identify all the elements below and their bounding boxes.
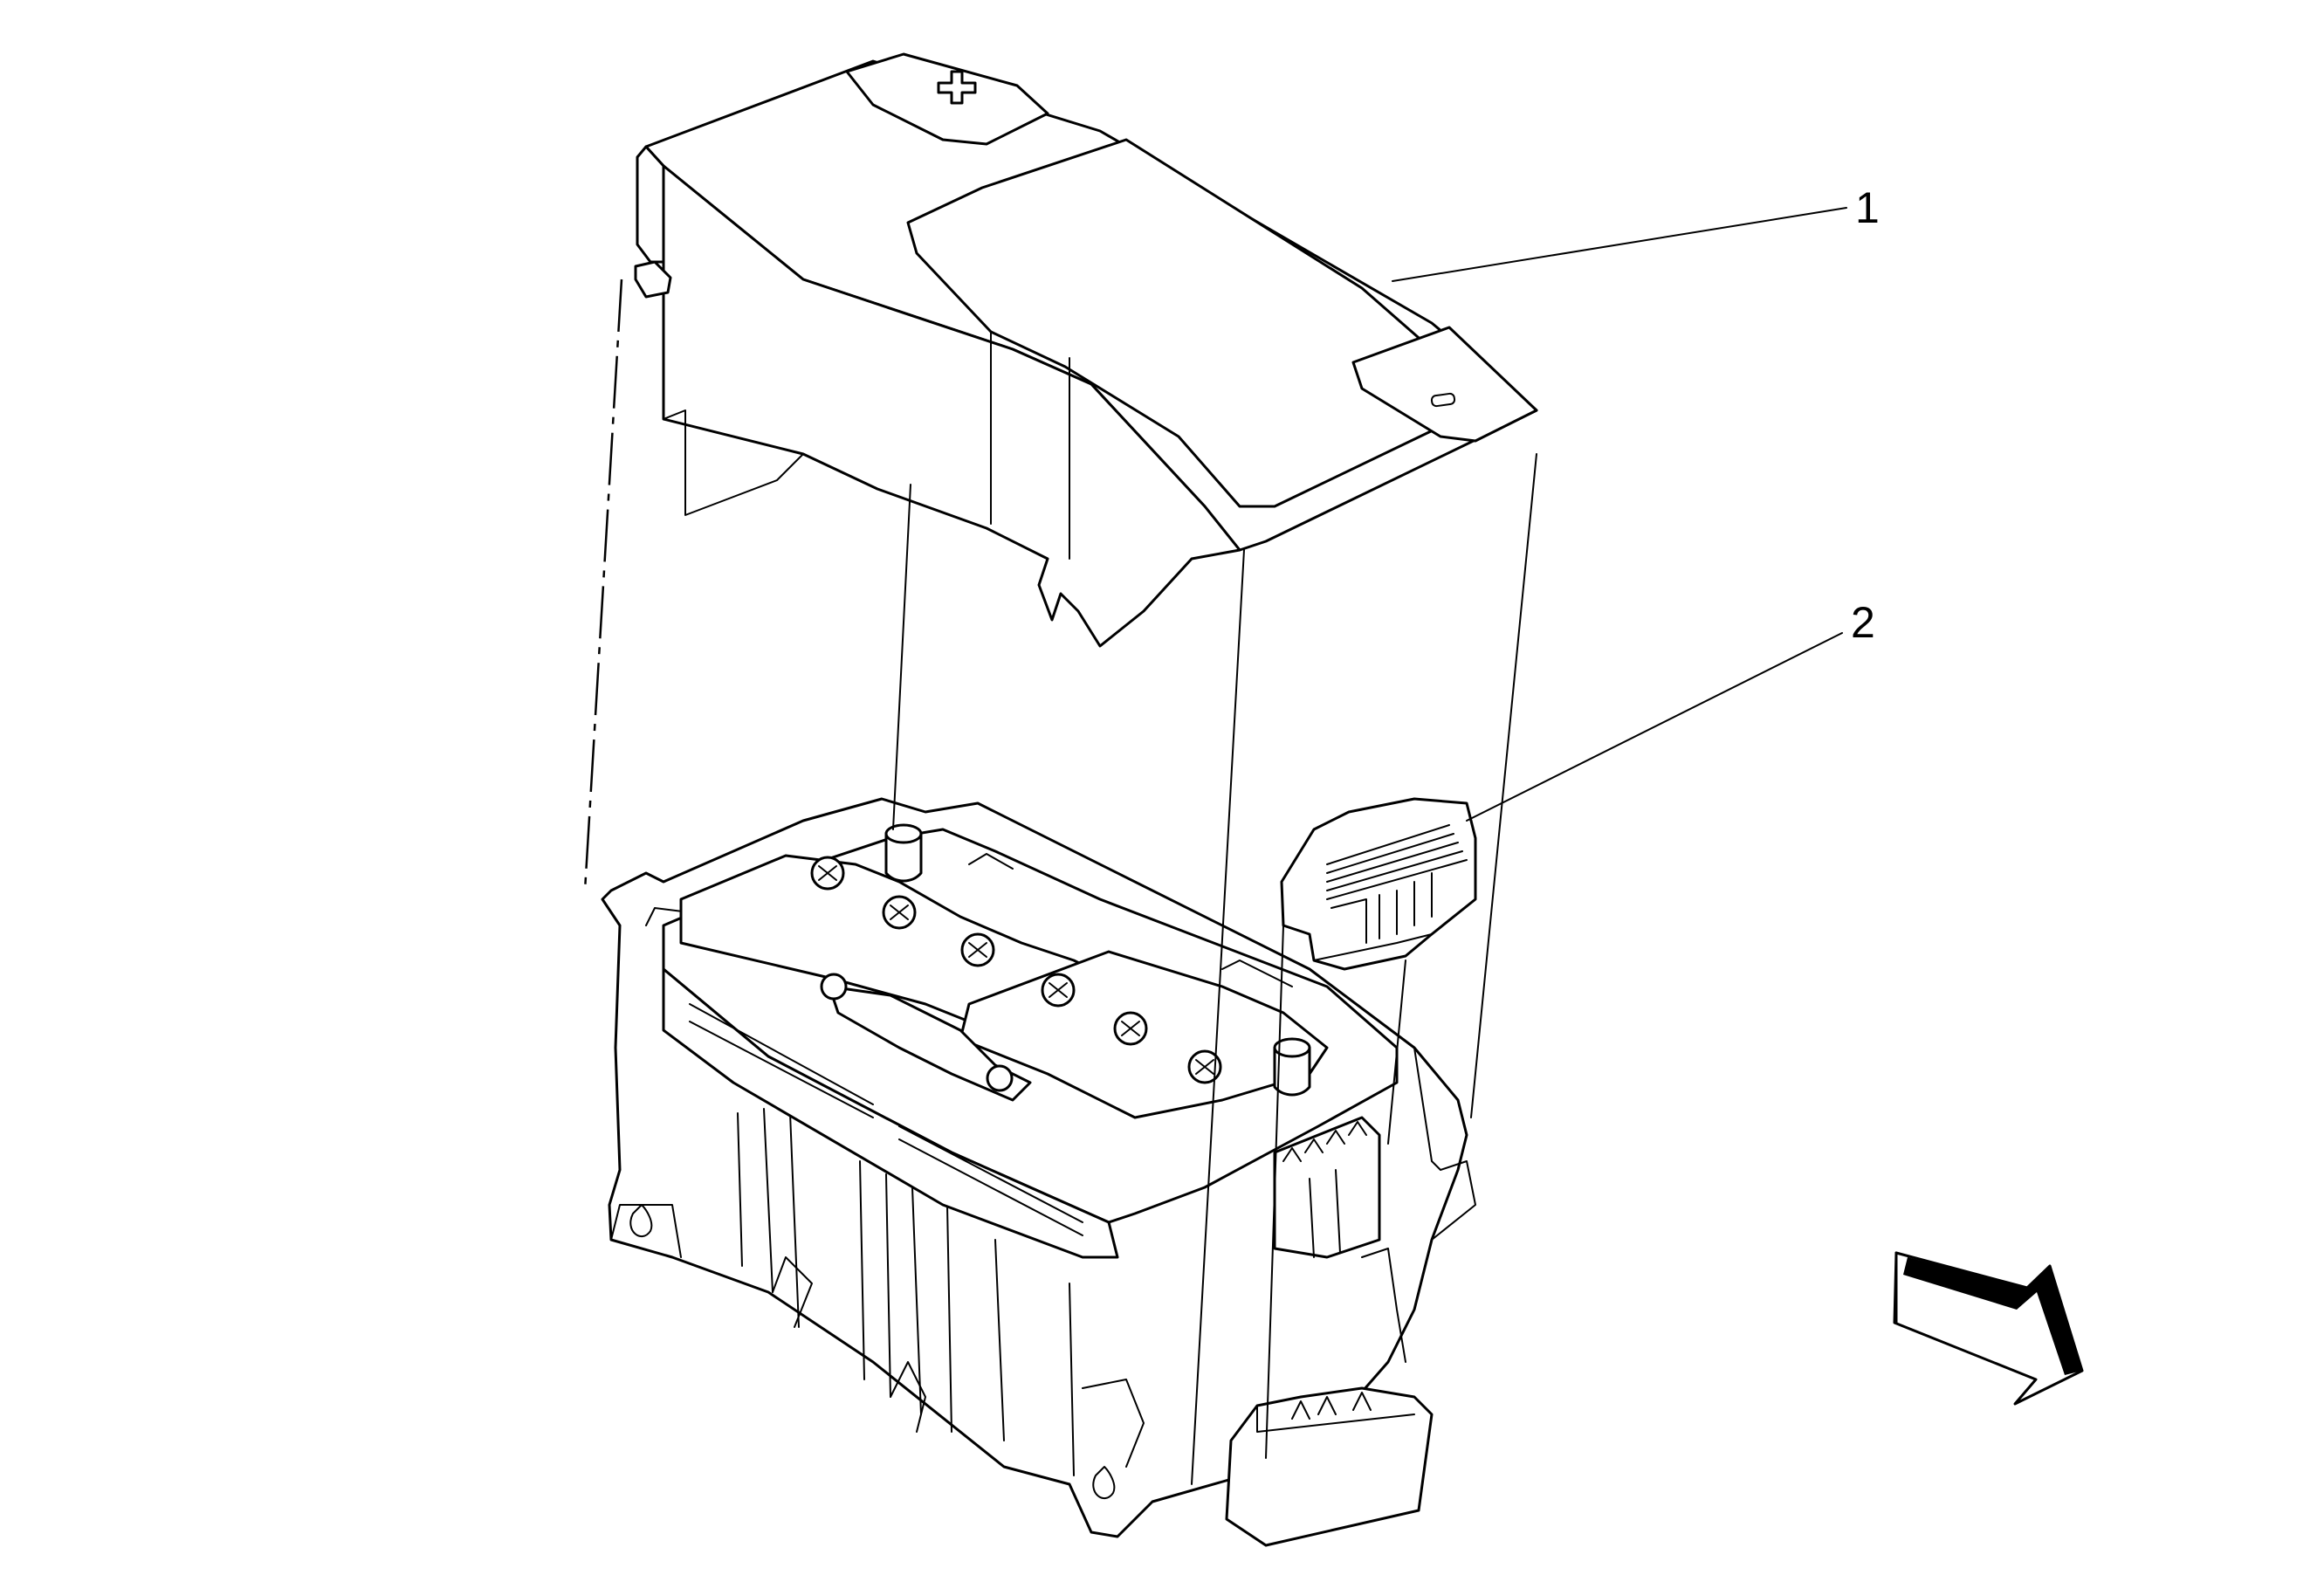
assembly-guide-lines xyxy=(583,279,1537,1485)
callout-1: 1 xyxy=(1392,183,1880,282)
callout-1-label: 1 xyxy=(1855,183,1880,232)
plus-symbol-icon xyxy=(937,70,977,105)
keyhole-slot-bottom xyxy=(1092,1466,1116,1499)
callout-2: 2 xyxy=(1466,598,1875,822)
battery-terminal-negative xyxy=(1273,1037,1311,1097)
module-connector xyxy=(1280,797,1477,971)
battery-cover xyxy=(634,52,1538,648)
view-direction-arrow-icon xyxy=(1893,1251,2084,1406)
keyhole-slot-left xyxy=(629,1204,653,1237)
vent-caps xyxy=(810,856,1222,1084)
battery xyxy=(662,823,1399,1259)
battery-terminal-positive xyxy=(884,823,923,883)
fuse-block xyxy=(1273,1116,1381,1259)
callout-2-label: 2 xyxy=(1851,598,1875,647)
